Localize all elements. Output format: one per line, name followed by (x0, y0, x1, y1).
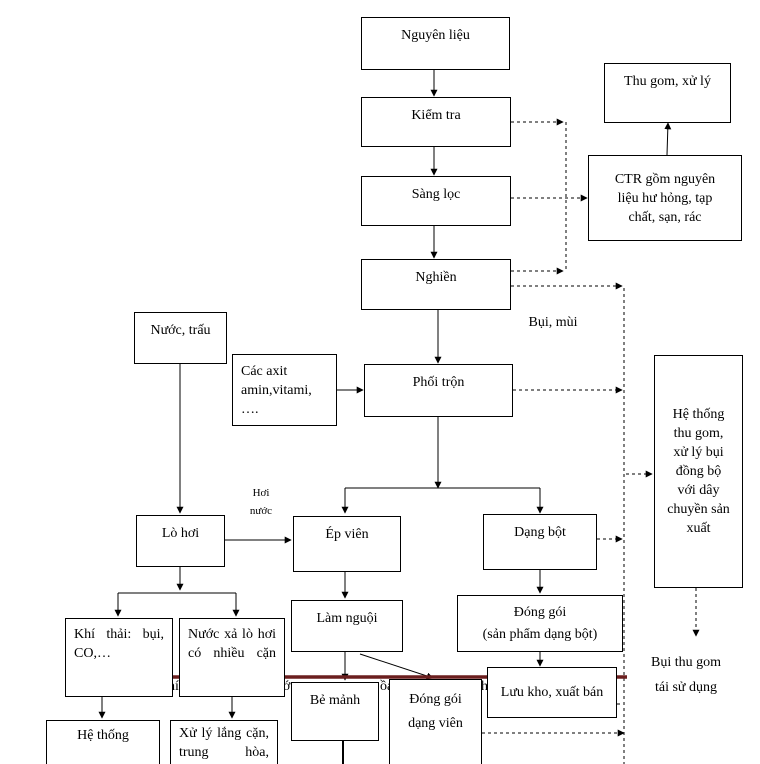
node-he-thong-bottom: Hệ thống (46, 720, 160, 764)
node-he-thong-thu-gom: Hệ thống thu gom, xử lý bụi đồng bộ với … (654, 355, 743, 588)
node-luu-kho: Lưu kho, xuất bán (487, 667, 617, 718)
node-nuoc-trau: Nước, trấu (134, 312, 227, 364)
node-dong-goi-bot: Đóng gói (sản phẩm dạng bột) (457, 595, 623, 652)
dong-goi-bot-line2: (sản phẩm dạng bột) (482, 626, 598, 642)
node-dong-goi-vien: Đóng gói dạng viên (389, 679, 482, 764)
node-ctr: CTR gồm nguyên liệu hư hỏng, tạp chất, s… (588, 155, 742, 241)
arrow-lam-nguoi-dong-goi-vien (359, 653, 434, 680)
node-be-manh: Bẻ mảnh (291, 682, 379, 741)
node-nguyen-lieu: Nguyên liệu (361, 17, 510, 70)
node-axit: Các axit amin,vitami, …. (232, 354, 337, 426)
label-hoi: Hơi (252, 487, 270, 499)
label-nuoc: nước (249, 505, 273, 517)
node-kiem-tra: Kiểm tra (361, 97, 511, 147)
node-nghien: Nghiền (361, 259, 511, 310)
partial-text-a: hí (168, 679, 179, 694)
node-xu-ly-lang: Xử lý lắng cặn, trung hòa, (170, 720, 278, 764)
partial-text-d: h (481, 679, 488, 694)
node-khi-thai: Khí thải: bụi, CO,… (65, 618, 173, 697)
arrow-ctr-thu-gom (664, 122, 672, 156)
node-nuoc-xa: Nước xả lò hơi có nhiều cặn (179, 618, 285, 697)
partial-text-b: ớ (283, 679, 291, 694)
node-dang-bot: Dạng bột (483, 514, 597, 570)
label-tai-su-dung: tái sử dụng (654, 680, 718, 695)
node-phoi-tron: Phối trộn (364, 364, 513, 417)
node-ep-vien: Ép viên (293, 516, 401, 572)
node-sang-loc: Sàng lọc (361, 176, 511, 226)
dong-goi-bot-line1: Đóng gói (513, 604, 567, 620)
label-bui-mui: Bụi, mùi (528, 315, 578, 330)
node-lo-hoi: Lò hơi (136, 515, 225, 567)
label-bui-thu-gom: Bụi thu gom (650, 655, 721, 670)
node-thu-gom-xu-ly: Thu gom, xử lý (604, 63, 731, 123)
node-lam-nguoi: Làm nguội (291, 600, 403, 652)
